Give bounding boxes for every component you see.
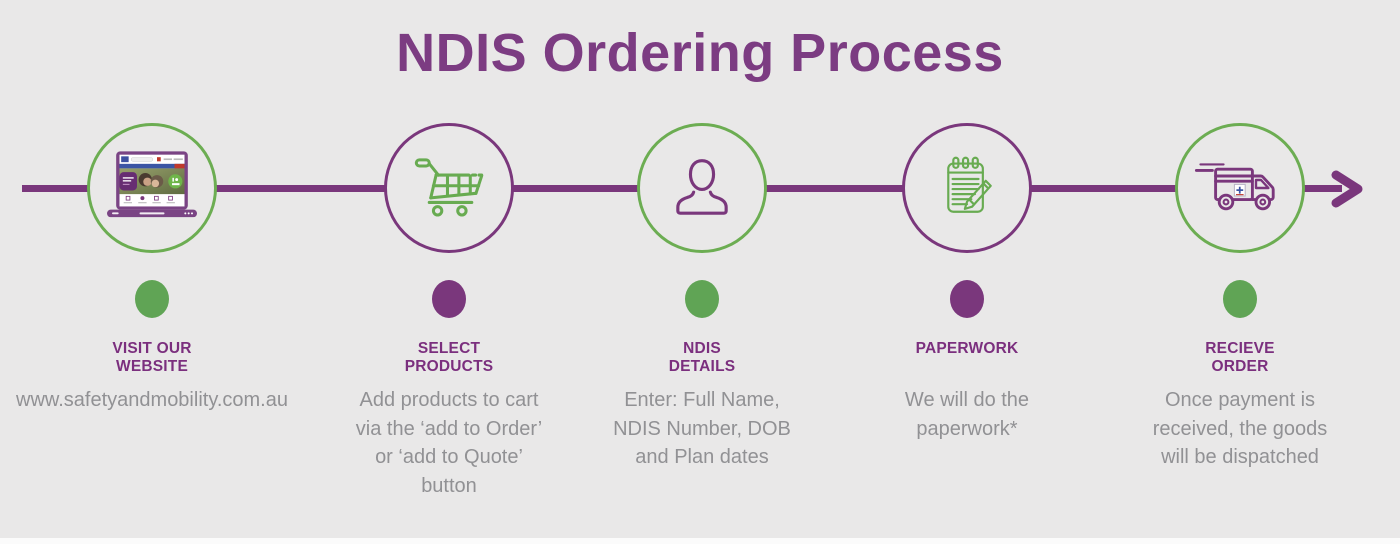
- step-dot: [950, 280, 984, 318]
- step-column-ndis-details: NDIS DETAILS Enter: Full Name, NDIS Numb…: [552, 0, 852, 544]
- step-description: Once payment is received, the goods will…: [1152, 389, 1328, 468]
- page-title: NDIS Ordering Process: [396, 23, 1004, 83]
- step-dot: [1223, 280, 1257, 318]
- step-heading: SELECT PRODUCTS: [404, 340, 494, 375]
- laptop-website-icon: [107, 151, 197, 218]
- step-column-visit-website: VISIT OUR WEBSITE www.safetyandmobility.…: [2, 0, 302, 544]
- shopping-cart-icon: [414, 158, 484, 217]
- step-dot: [135, 280, 169, 318]
- step-circle: [1175, 123, 1305, 253]
- step-column-receive-order: RECIEVE ORDER Once payment is received, …: [1090, 0, 1390, 544]
- step-heading: VISIT OUR WEBSITE: [112, 340, 192, 375]
- step-column-select-products: SELECT PRODUCTS Add products to cart via…: [299, 0, 599, 544]
- step-circle: [902, 123, 1032, 253]
- step-circle: [87, 123, 217, 253]
- step-heading: PAPERWORK: [915, 340, 1019, 357]
- step-dot: [432, 280, 466, 318]
- step-circle: [637, 123, 767, 253]
- delivery-truck-icon: [1194, 163, 1275, 211]
- step-description: Add products to cart via the ‘add to Ord…: [355, 389, 543, 497]
- step-heading: RECIEVE ORDER: [1205, 340, 1275, 375]
- step-dot: [685, 280, 719, 318]
- step-description: We will do the paperwork*: [904, 389, 1030, 440]
- step-circle: [384, 123, 514, 253]
- step-column-paperwork: PAPERWORK We will do the paperwork*: [817, 0, 1117, 544]
- person-icon: [676, 159, 728, 215]
- step-description: Enter: Full Name, NDIS Number, DOB and P…: [613, 389, 791, 468]
- notepad-pencil-icon: [947, 156, 992, 213]
- step-heading: NDIS DETAILS: [668, 340, 736, 375]
- step-description: www.safetyandmobility.com.au: [16, 389, 288, 411]
- timeline-arrowhead-icon: [1331, 170, 1363, 208]
- bottom-strip: [0, 538, 1400, 544]
